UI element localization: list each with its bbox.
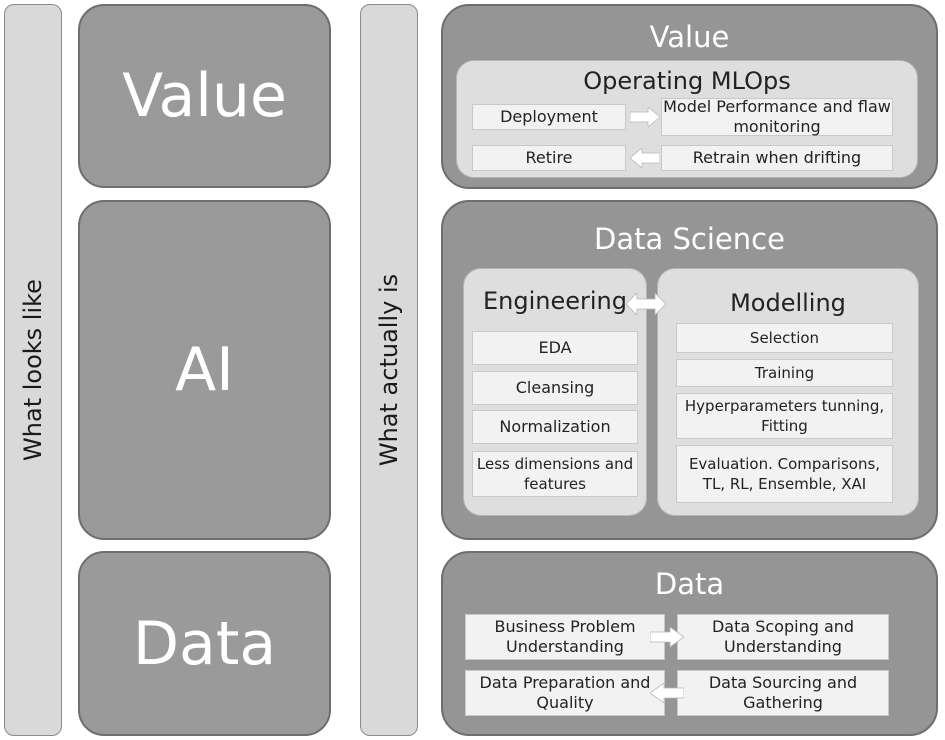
training-box: Training bbox=[676, 359, 893, 387]
deployment-box: Deployment bbox=[472, 104, 626, 130]
data-panel-title: Data bbox=[654, 567, 725, 601]
evaluation-box: Evaluation. Comparisons, TL, RL, Ensembl… bbox=[676, 445, 893, 503]
selection-box: Selection bbox=[676, 323, 893, 353]
retrain-box: Retrain when drifting bbox=[661, 145, 893, 171]
double-arrow-icon bbox=[626, 293, 666, 315]
retire-box: Retire bbox=[472, 145, 626, 171]
model-performance-box: Model Performance and flaw monitoring bbox=[661, 97, 893, 136]
data-scoping-box: Data Scoping and Understanding bbox=[677, 614, 889, 660]
arrow-left-icon bbox=[650, 683, 684, 703]
what-actually-is-label: What actually is bbox=[375, 273, 403, 467]
cleansing-box: Cleansing bbox=[472, 371, 638, 405]
what-looks-like-label: What looks like bbox=[19, 279, 47, 461]
value-panel-title: Value bbox=[649, 20, 730, 54]
data-preparation-box: Data Preparation and Quality bbox=[465, 670, 665, 716]
data-sourcing-box: Data Sourcing and Gathering bbox=[677, 670, 889, 716]
hyperparameters-box: Hyperparameters tunning, Fitting bbox=[676, 393, 893, 439]
less-dimensions-box: Less dimensions and features bbox=[472, 451, 638, 497]
data-block-label: Data bbox=[132, 608, 277, 679]
eda-box: EDA bbox=[472, 331, 638, 365]
sidebar-what-actually-is: What actually is bbox=[360, 4, 418, 736]
engineering-title: Engineering bbox=[483, 287, 627, 315]
ai-block: AI bbox=[78, 200, 331, 540]
operating-mlops-title: Operating MLOps bbox=[583, 67, 791, 95]
ai-block-label: AI bbox=[175, 335, 234, 405]
value-block-label: Value bbox=[122, 61, 287, 131]
arrow-right-icon bbox=[650, 627, 684, 647]
modelling-title: Modelling bbox=[730, 289, 846, 317]
normalization-box: Normalization bbox=[472, 410, 638, 444]
arrow-left-icon bbox=[630, 148, 660, 168]
arrow-right-icon bbox=[630, 107, 660, 127]
business-problem-box: Business Problem Understanding bbox=[465, 614, 665, 660]
data-science-title: Data Science bbox=[594, 222, 785, 256]
data-block: Data bbox=[78, 551, 331, 736]
value-block: Value bbox=[78, 4, 331, 188]
sidebar-what-looks-like: What looks like bbox=[4, 4, 62, 736]
